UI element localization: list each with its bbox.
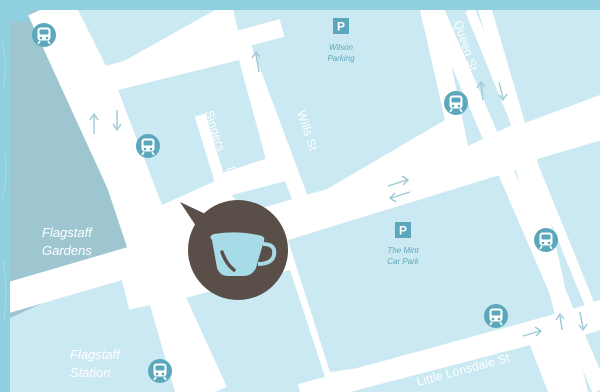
flagstaff-gardens-park	[10, 10, 132, 318]
cup-body-icon	[210, 232, 265, 276]
parking-letter: P	[399, 224, 407, 238]
tram-icon[interactable]	[483, 303, 509, 329]
parking-name: The Mint	[387, 246, 419, 255]
arrow-right-icon	[522, 326, 543, 337]
arrow-down-icon	[112, 110, 122, 132]
tram-icon[interactable]	[443, 90, 469, 116]
cup-shine-icon	[220, 250, 236, 272]
arrow-down-icon	[578, 311, 588, 332]
tram-icon[interactable]	[147, 358, 173, 384]
map-border	[0, 0, 10, 392]
parking-name-2: Parking	[327, 54, 355, 63]
tram-icon[interactable]	[533, 227, 559, 253]
parking-wilson[interactable]: P Wilson Parking	[327, 18, 355, 63]
cup-handle-icon	[257, 242, 277, 266]
parking-name: Wilson	[329, 43, 353, 52]
traffic-arrows	[89, 50, 588, 337]
arrow-left-icon	[388, 191, 411, 203]
arrow-up-icon	[476, 80, 486, 101]
parking-letter: P	[337, 20, 345, 34]
arrow-up-icon	[555, 312, 565, 331]
parking-the-mint[interactable]: P The Mint Car Park	[387, 222, 420, 266]
parking-name-2: Car Park	[387, 257, 420, 266]
arrow-up-icon	[89, 112, 99, 134]
parking-icon	[333, 18, 349, 34]
arrow-down-icon	[498, 81, 508, 102]
coffee-cup-marker-icon[interactable]	[180, 200, 288, 300]
place-label-flagstaff-gardens: Flagstaff	[42, 225, 93, 240]
tram-icon[interactable]	[31, 22, 57, 48]
park-corner	[10, 10, 30, 22]
arrow-up-icon	[251, 50, 261, 73]
tram-icon[interactable]	[135, 133, 161, 159]
place-label-flagstaff-gardens-2: Gardens	[42, 243, 92, 258]
parking-icon	[395, 222, 411, 238]
road-network	[10, 10, 600, 392]
arrow-right-icon	[387, 175, 410, 187]
place-label-flagstaff-station-2: Station	[70, 365, 110, 380]
place-label-flagstaff-station: Flagstaff	[70, 347, 121, 362]
border-decoration	[1, 39, 7, 321]
